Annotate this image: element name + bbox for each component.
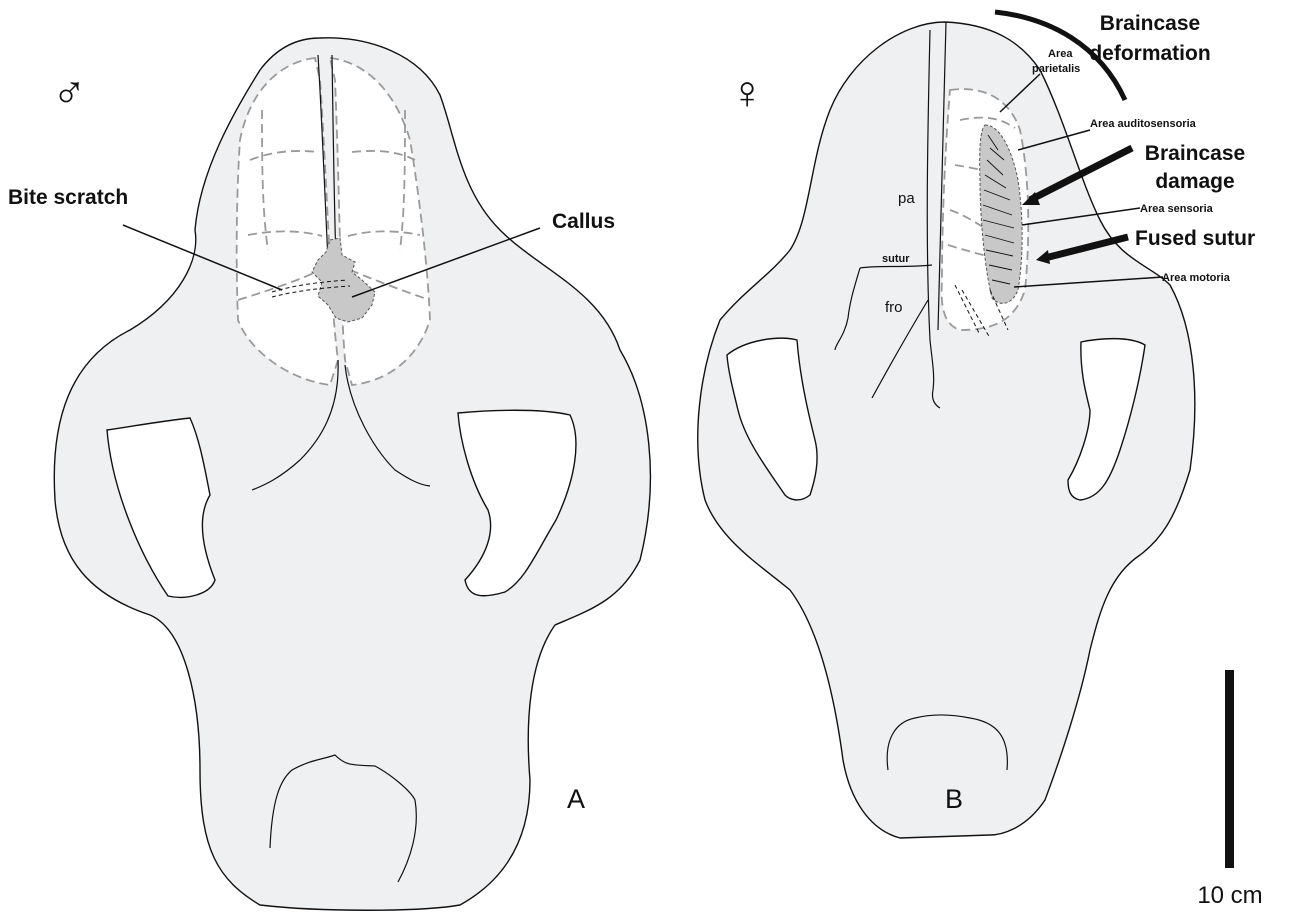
- label-area-auditosensoria: Area auditosensoria: [1090, 118, 1197, 130]
- panel-label-b: B: [945, 784, 963, 814]
- scale-bar: [1225, 670, 1234, 868]
- label-braincase-damage-2: damage: [1155, 170, 1234, 193]
- label-area-sensoria: Area sensoria: [1140, 203, 1214, 215]
- panel-label-a: A: [567, 784, 585, 814]
- female-symbol: ♀: [730, 66, 765, 118]
- label-pa: pa: [898, 190, 915, 207]
- label-braincase-deformation-1: Braincase: [1100, 12, 1200, 35]
- skull-b: [698, 12, 1195, 838]
- skull-a: [54, 38, 650, 910]
- label-fused-sutur: Fused sutur: [1135, 227, 1255, 250]
- label-braincase-damage-1: Braincase: [1145, 142, 1245, 165]
- label-area-motoria: Area motoria: [1162, 272, 1231, 284]
- label-area-parietalis-1: Area: [1048, 48, 1073, 60]
- label-area-parietalis-2: parietalis: [1032, 63, 1080, 75]
- label-braincase-deformation-2: deformation: [1089, 42, 1210, 65]
- label-callus: Callus: [552, 210, 615, 233]
- label-fro: fro: [885, 299, 903, 316]
- male-symbol: ♂: [52, 66, 87, 118]
- label-bite-scratch: Bite scratch: [8, 186, 128, 209]
- label-sutur: sutur: [882, 253, 910, 265]
- scale-bar-label: 10 cm: [1197, 882, 1262, 909]
